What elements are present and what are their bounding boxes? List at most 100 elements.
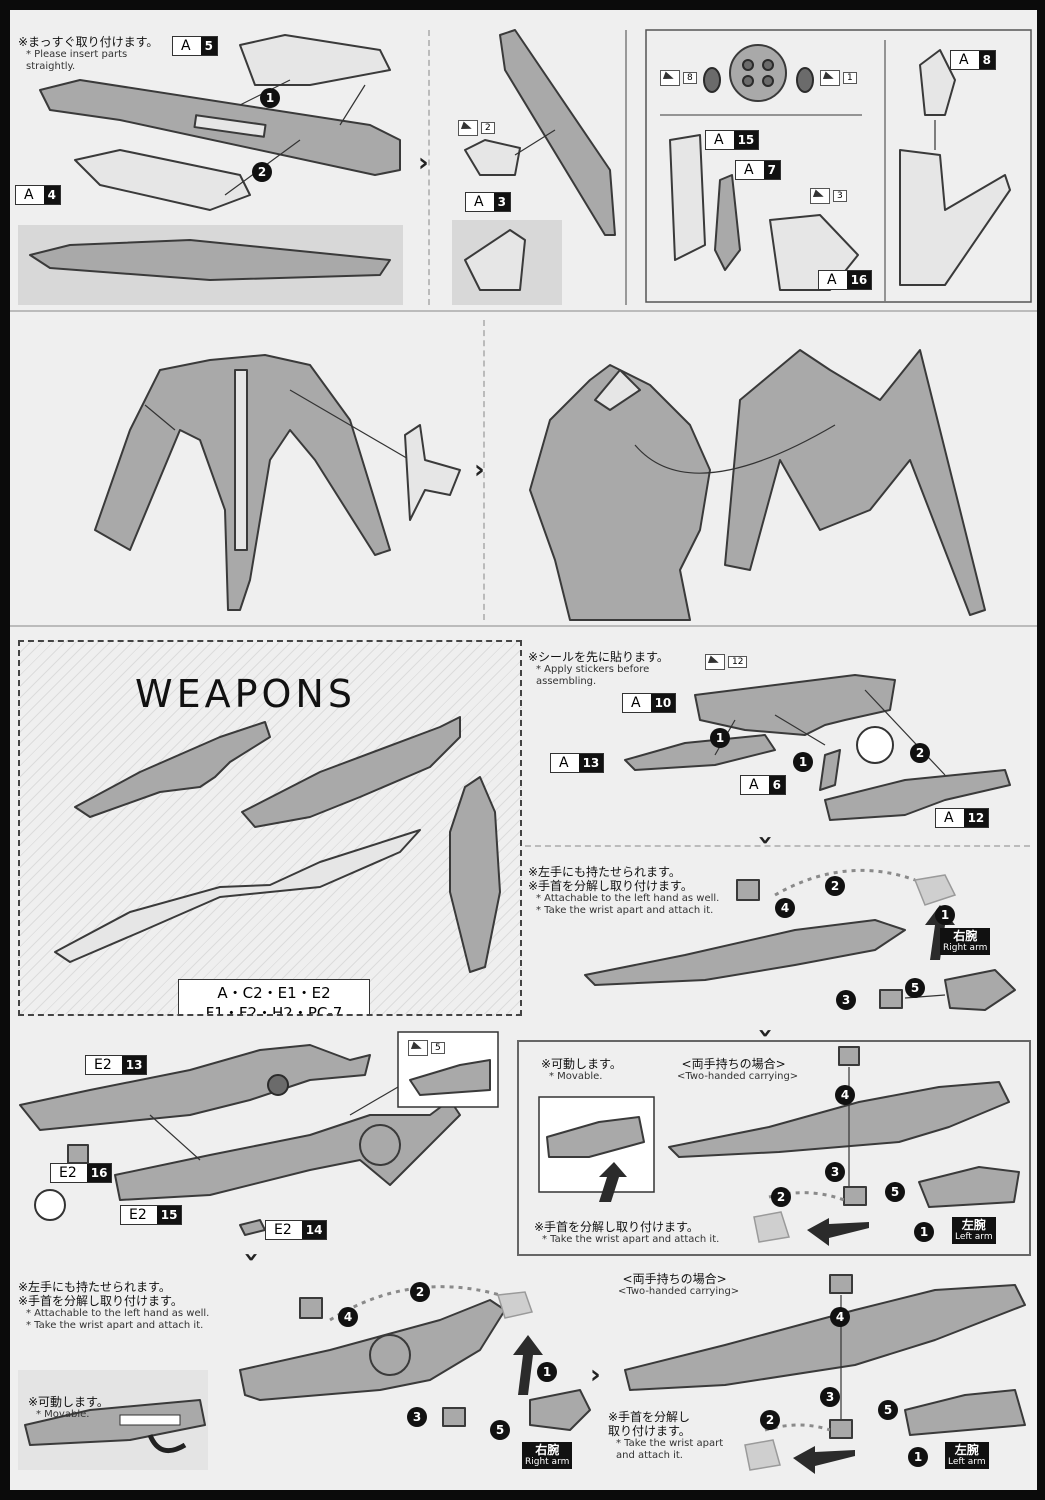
step-3-marker: 3 — [836, 990, 856, 1010]
step-1-marker: 1 — [914, 1222, 934, 1242]
next-step-chevron: › — [750, 1027, 781, 1039]
sub-assembly-frame — [645, 29, 1032, 303]
sticker-3: 3 — [810, 188, 847, 204]
beam-rifle — [74, 721, 271, 818]
two-hand-bazooka-diagram — [624, 1274, 1026, 1474]
no-cut-icon — [856, 726, 894, 764]
weapons-title: WEAPONS — [135, 672, 356, 716]
hand-part — [442, 1407, 466, 1427]
center-spine — [234, 369, 248, 551]
part-a13 — [624, 734, 776, 771]
bazooka-hand-diagram — [18, 1285, 591, 1470]
part-a12 — [824, 769, 1011, 821]
bazooka — [241, 716, 461, 828]
bazooka-hand-notes: ※左手にも持たせられます。 ※手首を分解し取り付けます。 * Attachabl… — [18, 1280, 210, 1331]
step-1-marker: 1 — [710, 728, 730, 748]
divider — [428, 30, 430, 305]
step-1-marker: 1 — [537, 1362, 557, 1382]
shield-assembly — [899, 149, 1011, 286]
double-blade — [54, 829, 421, 963]
weapons-illustration — [54, 716, 501, 973]
move-arc — [774, 868, 916, 897]
part-a8 — [919, 49, 956, 116]
step-3-marker: 3 — [407, 1407, 427, 1427]
hand-part — [829, 1419, 853, 1439]
step-1-marker: 1 — [793, 752, 813, 772]
movable-slot — [119, 1414, 181, 1426]
part-step4 — [299, 1297, 323, 1319]
bazooka-grip-disc — [369, 1334, 411, 1376]
step-1-marker: 1 — [908, 1447, 928, 1467]
movable-arrow — [147, 1433, 187, 1454]
part-a8-disc — [729, 44, 787, 102]
weapons-overview: WEAPONS A・C2・E1・E2 F1・F2・H2・PC-7 — [18, 640, 522, 1016]
right-arm — [529, 1389, 591, 1431]
attach-arrow — [807, 1218, 869, 1246]
divider — [625, 30, 627, 305]
two-hand-title: <両手持ちの場合><Two-handed carrying> — [677, 1057, 799, 1082]
rifle-assembly-diagram — [624, 674, 1011, 821]
two-hand-rifle-diagram — [538, 1046, 1020, 1246]
next-step-chevron: › — [590, 1360, 601, 1390]
attach-arrow — [793, 1446, 855, 1474]
assembly-arrow — [774, 714, 826, 746]
bazooka-two-hand — [624, 1284, 1026, 1391]
step-4-marker: 4 — [338, 1307, 358, 1327]
assembly-arrow — [339, 84, 366, 126]
instruction-page: ※まっすぐ取り付けます。 * Please insert parts strai… — [10, 10, 1037, 1490]
assembly-arrow — [289, 389, 411, 461]
step-4-marker: 4 — [775, 898, 795, 918]
divider — [525, 845, 1030, 847]
wrist-note: ※手首を分解し取り付けます。 * Take the wrist apart an… — [608, 1410, 724, 1461]
sticker-5: 5 — [408, 1040, 445, 1056]
step-2-marker: 2 — [760, 1410, 780, 1430]
mobile-suit-body — [529, 364, 711, 621]
step-4-marker: 4 — [835, 1085, 855, 1105]
lift-arrow — [513, 1335, 543, 1395]
left-arm — [918, 1166, 1020, 1208]
step-2-marker: 2 — [410, 1282, 430, 1302]
part-step4 — [829, 1274, 853, 1294]
part-e2-14 — [239, 1219, 266, 1236]
hand-ghost — [744, 1439, 781, 1471]
bazooka-half-e2-13 — [19, 1044, 371, 1131]
part-e2-16 — [67, 1144, 89, 1164]
attached-backpack — [724, 349, 986, 616]
hand-ghost — [913, 874, 957, 906]
step-2-marker: 2 — [252, 162, 272, 182]
assembled-blade-preview — [29, 239, 391, 281]
assembly-arrow — [864, 689, 946, 776]
backpack-weapon-diagram — [18, 29, 1032, 305]
part-a4 — [74, 149, 251, 211]
step-1-marker: 1 — [935, 905, 955, 925]
movable-arrow — [599, 1162, 627, 1202]
part-a6 — [819, 749, 841, 791]
rifle-detail — [546, 1116, 645, 1158]
part-a15 — [669, 134, 706, 261]
shield-part — [404, 424, 461, 521]
move-arc — [768, 1191, 845, 1202]
bazooka-grip-disc — [359, 1124, 401, 1166]
part-a5 — [239, 34, 391, 86]
hand-part — [879, 989, 903, 1009]
rifle-two-hand — [668, 1081, 1010, 1158]
hand-part — [843, 1186, 867, 1206]
sticker-detail — [409, 1059, 491, 1096]
assembly-arrow — [149, 1114, 201, 1161]
step-3-marker: 3 — [820, 1387, 840, 1407]
assembly-arrow — [514, 129, 556, 156]
hand-ghost — [497, 1291, 533, 1319]
step-5-marker: 5 — [878, 1400, 898, 1420]
